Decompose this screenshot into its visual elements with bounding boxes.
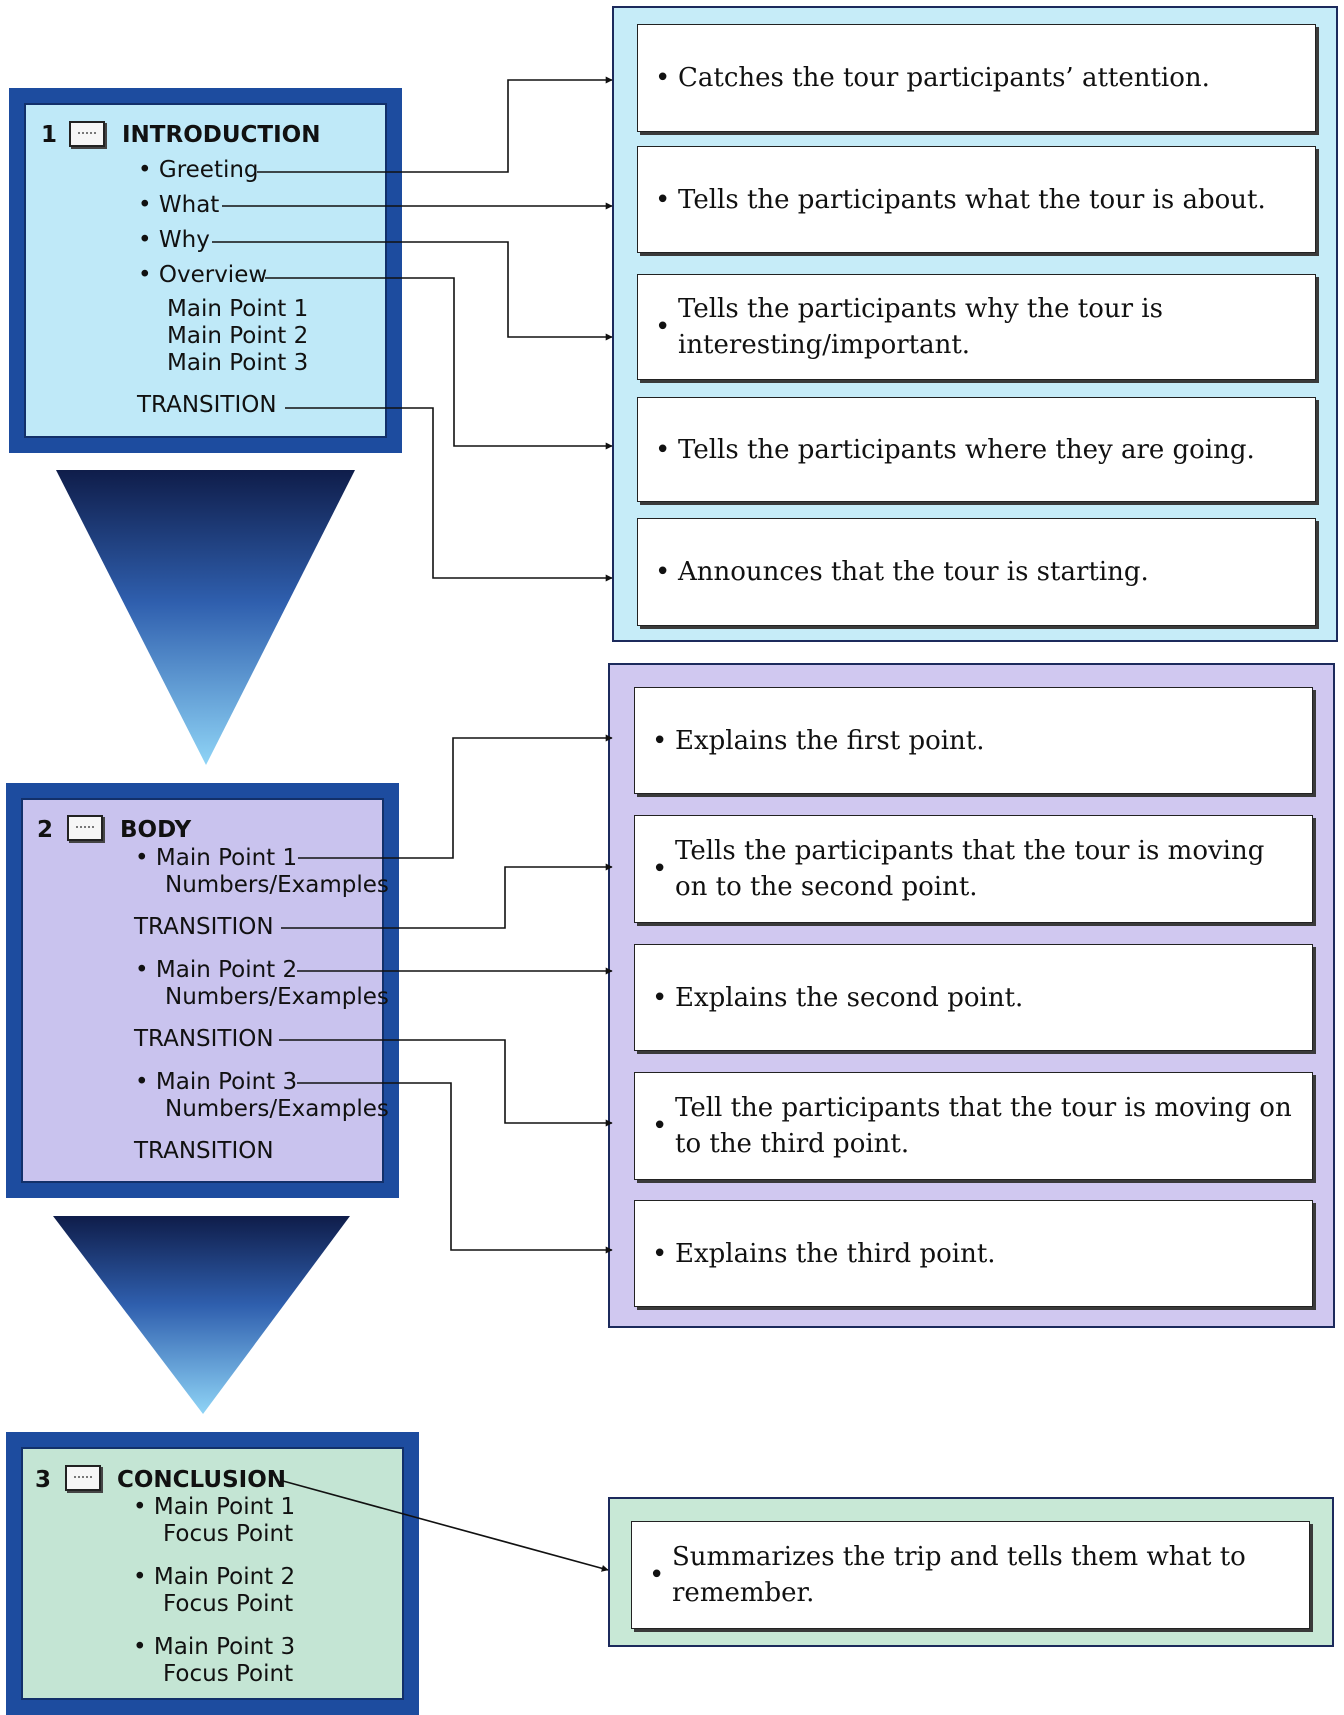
intro-transition: TRANSITION [137, 392, 277, 418]
bullet-glyph: • [655, 434, 671, 465]
conclusion-focus-point-1: Focus Point [163, 1521, 294, 1547]
bullet-glyph: • [655, 63, 671, 93]
description-card-intro-4: •Tells the participants where they are g… [637, 397, 1316, 502]
bullet-glyph: • [655, 557, 671, 587]
description-text: Explains the third point. [675, 1238, 996, 1269]
conclusion-main-point-3: • Main Point 3 [133, 1634, 296, 1660]
book-icon [67, 815, 103, 841]
body-transition-1: TRANSITION [134, 914, 274, 940]
bullet-glyph: • [655, 184, 671, 215]
body-main-point-2: • Main Point 2 [135, 957, 298, 983]
body-examples-2: Numbers/Examples [165, 984, 389, 1010]
connector-why [212, 241, 613, 341]
connector-body-transition-2 [279, 1039, 613, 1127]
intro-main-point-2: Main Point 2 [167, 323, 309, 349]
description-text: Summarizes the trip and tells them what … [672, 1542, 1246, 1608]
description-card-body-3: •Explains the second point. [634, 944, 1313, 1051]
description-card-intro-5: •Announces that the tour is starting. [637, 518, 1316, 626]
book-icon [65, 1465, 101, 1491]
intro-item-greeting: • Greeting [138, 157, 259, 183]
description-text: Explains the first point. [675, 725, 985, 756]
connector-body-main-point-3 [297, 1082, 613, 1254]
conclusion-focus-point-3: Focus Point [163, 1661, 294, 1687]
down-arrow-body-to-conclusion [53, 1216, 350, 1414]
description-text: Announces that the tour is starting. [678, 557, 1149, 587]
bullet-glyph: • [655, 312, 671, 342]
body-examples-1: Numbers/Examples [165, 872, 389, 898]
bullet-glyph: • [652, 1111, 668, 1141]
connector-body-transition-1 [281, 863, 613, 929]
description-card-body-5: •Explains the third point. [634, 1200, 1313, 1307]
conclusion-heading: CONCLUSION [117, 1467, 286, 1493]
section-number: 1 [41, 122, 58, 148]
description-text: Tells the participants what the tour is … [678, 184, 1266, 215]
bullet-glyph: • [649, 1560, 665, 1590]
bullet-glyph: • [652, 982, 668, 1013]
description-card-conclusion-1: •Summarizes the trip and tells them what… [631, 1521, 1310, 1629]
connector-overview [265, 277, 613, 450]
intro-item-overview: • Overview [138, 262, 268, 288]
connector-greeting [257, 76, 613, 173]
description-card-intro-2: •Tells the participants what the tour is… [637, 146, 1316, 253]
conclusion-main-point-1: • Main Point 1 [133, 1494, 296, 1520]
description-text: Tells the participants that the tour is … [675, 836, 1265, 902]
description-card-intro-1: •Catches the tour participants’ attentio… [637, 24, 1316, 132]
intro-item-why: • Why [138, 227, 210, 253]
down-arrow-intro-to-body [56, 470, 355, 765]
conclusion-focus-point-2: Focus Point [163, 1591, 294, 1617]
section-number: 2 [37, 817, 54, 843]
description-card-body-4: •Tell the participants that the tour is … [634, 1072, 1313, 1180]
book-icon [69, 121, 105, 147]
description-card-intro-3: •Tells the participants why the tour is … [637, 274, 1316, 380]
connector-conclusion [282, 1480, 609, 1572]
introduction-heading: INTRODUCTION [122, 122, 321, 148]
bullet-glyph: • [652, 725, 668, 756]
bullet-glyph: • [652, 854, 668, 884]
section-number: 3 [35, 1467, 52, 1493]
body-transition-3: TRANSITION [134, 1138, 274, 1164]
body-main-point-1: • Main Point 1 [135, 845, 298, 871]
body-panel [6, 783, 399, 1198]
body-transition-2: TRANSITION [134, 1026, 274, 1052]
bullet-glyph: • [652, 1238, 668, 1269]
conclusion-main-point-2: • Main Point 2 [133, 1564, 296, 1590]
description-text: Catches the tour participants’ attention… [678, 63, 1210, 93]
description-card-body-1: •Explains the first point. [634, 687, 1313, 794]
description-text: Tells the participants where they are go… [678, 434, 1255, 465]
body-heading: BODY [120, 817, 192, 843]
description-card-body-2: •Tells the participants that the tour is… [634, 815, 1313, 923]
intro-main-point-1: Main Point 1 [167, 296, 309, 322]
connector-transition [285, 407, 613, 582]
introduction-panel [9, 88, 402, 453]
body-main-point-3: • Main Point 3 [135, 1069, 298, 1095]
connector-body-main-point-1 [298, 734, 613, 859]
body-examples-3: Numbers/Examples [165, 1096, 389, 1122]
intro-item-what: • What [138, 192, 220, 218]
description-text: Explains the second point. [675, 982, 1024, 1013]
intro-main-point-3: Main Point 3 [167, 350, 309, 376]
description-text: Tells the participants why the tour is i… [678, 294, 1163, 360]
description-text: Tell the participants that the tour is m… [675, 1093, 1292, 1159]
